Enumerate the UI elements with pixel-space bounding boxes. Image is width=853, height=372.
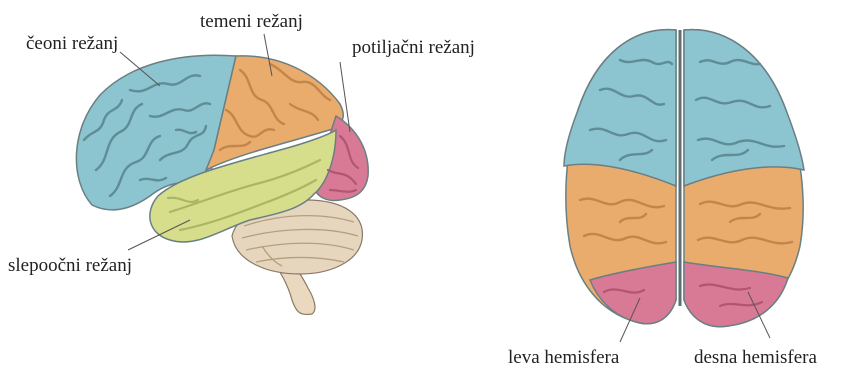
label-frontal-lobe: čeoni režanj xyxy=(26,34,118,53)
label-occipital-lobe: potiljačni režanj xyxy=(352,38,475,57)
left-frontal-region xyxy=(564,30,676,186)
right-frontal-region xyxy=(684,30,804,186)
label-left-hemisphere: leva hemisfera xyxy=(508,348,619,367)
label-temporal-lobe: slepoočni režanj xyxy=(8,256,132,275)
label-right-hemisphere: desna hemisfera xyxy=(694,348,817,367)
superior-brain-view xyxy=(564,30,804,342)
label-parietal-lobe: temeni režanj xyxy=(200,12,303,31)
